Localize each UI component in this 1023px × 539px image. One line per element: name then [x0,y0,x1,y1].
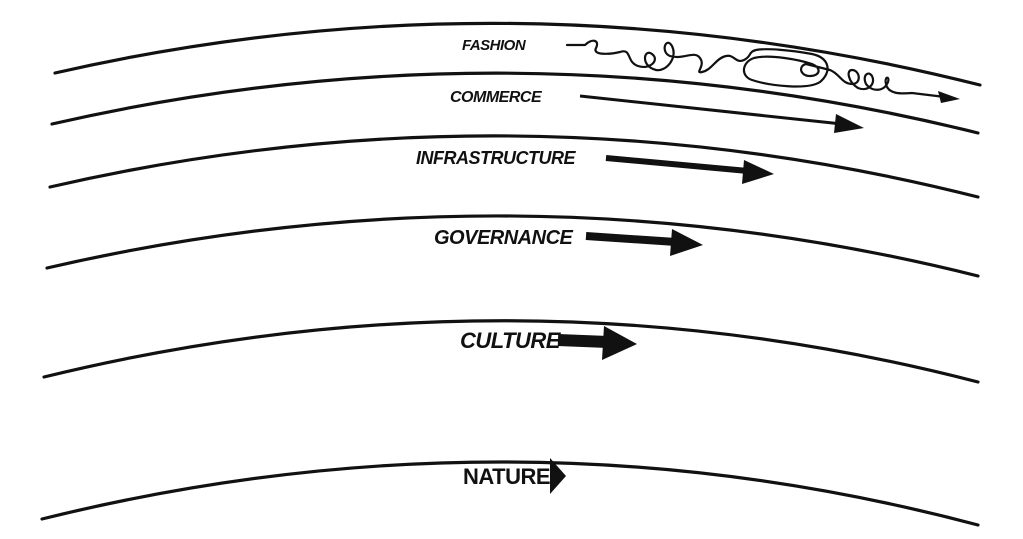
boundary-arc-3 [48,134,980,199]
layer-infrastructure: INFRASTRUCTURE [416,148,774,184]
boundary-arc-6 [40,460,980,527]
thick-arrow-shaft [585,232,677,246]
layer-fashion: FASHION [462,37,960,103]
layer-governance: GOVERNANCE [434,227,703,256]
boundary-arc-2 [50,71,980,135]
layer-label-fashion: FASHION [462,37,527,54]
layer-label-culture: CULTURE [460,328,562,353]
layer-label-commerce: COMMERCE [450,89,543,106]
layer-commerce: COMMERCE [450,89,864,133]
boundary-arc-4 [45,214,980,278]
layer-culture: CULTURE [460,326,637,360]
thin-arrow-shaft [579,94,843,126]
medium-arrow-shaft [605,155,749,174]
boundary-arc-5 [42,319,980,384]
squiggle-arrow [565,39,947,99]
heavy-arrow-shaft [557,334,609,348]
squiggle-arrowhead [938,91,960,103]
thick-arrowhead [670,229,703,256]
layer-label-governance: GOVERNANCE [434,227,574,249]
layer-label-nature: NATURE [463,464,550,489]
layer-nature: NATURE [463,458,566,494]
layer-boundaries [40,21,982,527]
boundary-arc-1 [53,21,982,87]
thin-arrowhead [834,114,864,133]
nature-arrowhead [550,458,566,494]
layer-label-infrastructure: INFRASTRUCTURE [416,148,576,168]
heavy-arrowhead [602,326,637,360]
medium-arrowhead [742,160,774,184]
